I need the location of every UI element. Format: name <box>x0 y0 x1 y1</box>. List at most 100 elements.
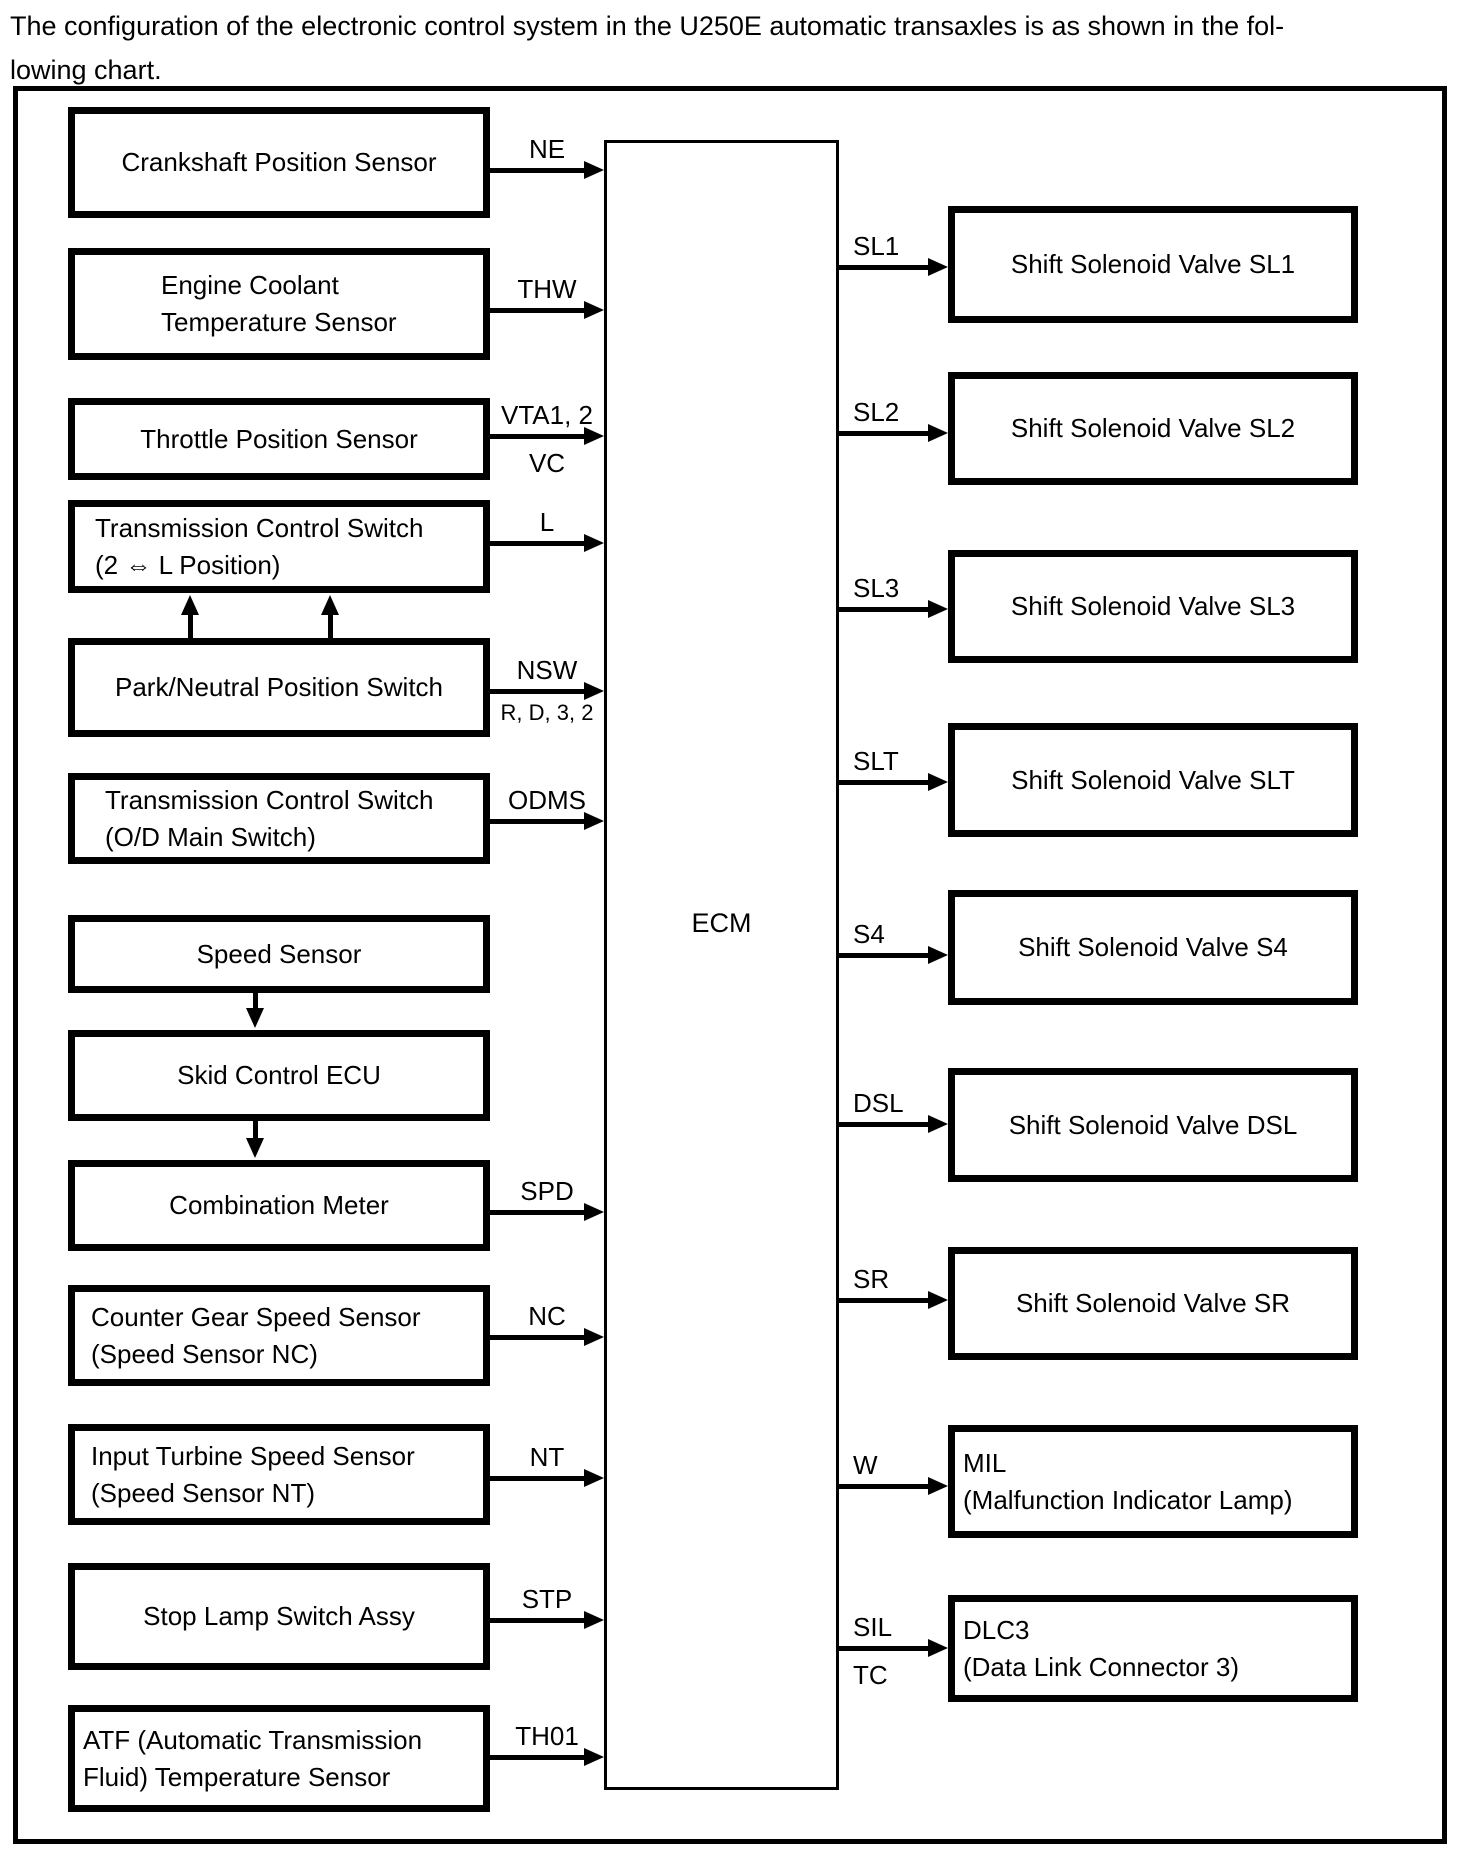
arrow-line <box>488 1755 588 1760</box>
signal-label: TC <box>853 1660 888 1690</box>
component-label: Engine Coolant <box>161 270 339 300</box>
arrow-line <box>839 1298 931 1303</box>
arrow-right-icon <box>584 301 604 319</box>
arrow-line <box>839 1484 931 1489</box>
component-box: Shift Solenoid Valve SL2 <box>948 372 1358 485</box>
component-label: Combination Meter <box>169 1190 389 1220</box>
ecm-box <box>604 140 839 1790</box>
component-label: Throttle Position Sensor <box>140 423 418 454</box>
arrow-line <box>488 1476 588 1481</box>
component-box: Shift Solenoid Valve DSL <box>948 1068 1358 1182</box>
arrow-line <box>488 308 588 313</box>
signal-label: R, D, 3, 2 <box>500 700 594 725</box>
arrow-right-icon <box>584 1328 604 1346</box>
signal-label: SIL <box>853 1612 893 1642</box>
component-label: Counter Gear Speed Sensor <box>91 1301 421 1332</box>
arrow-line <box>488 689 588 694</box>
component-label: (2 ⇔ L Position) <box>95 549 281 580</box>
component-box: Stop Lamp Switch Assy <box>68 1563 490 1670</box>
component-label: Speed Sensor <box>196 938 362 969</box>
signal-label: ODMS <box>508 785 586 815</box>
page-title: The configuration of the electronic cont… <box>10 4 1466 92</box>
arrow-right-icon <box>928 424 948 442</box>
component-label: Shift Solenoid Valve DSL <box>1008 1109 1298 1140</box>
arrow-line <box>488 541 588 546</box>
signal-label: VTA1, 2 <box>500 400 593 430</box>
component-label: (Speed Sensor NC) <box>91 1338 318 1369</box>
arrow-down-icon <box>246 1138 264 1158</box>
arrow-right-icon <box>584 161 604 179</box>
component-label: (O/D Main Switch) <box>105 821 316 852</box>
arrow-right-icon <box>584 812 604 830</box>
arrow-right-icon <box>584 534 604 552</box>
component-label: Fluid) Temperature Sensor <box>83 1761 391 1792</box>
signal-label: L <box>539 507 555 537</box>
signal-label: VC <box>528 448 566 478</box>
component-label: (Data Link Connector 3) <box>963 1651 1240 1682</box>
arrow-line <box>839 265 931 270</box>
component-label: ATF (Automatic Transmission <box>83 1724 423 1755</box>
arrow-right-icon <box>584 682 604 700</box>
component-label: Skid Control ECU <box>177 1060 381 1090</box>
page-title-line1: The configuration of the electronic cont… <box>10 11 1285 41</box>
arrow-line <box>188 613 193 638</box>
signal-label: NSW <box>516 655 578 685</box>
arrow-line <box>839 1122 931 1127</box>
component-box: Shift Solenoid Valve SL3 <box>948 550 1358 663</box>
arrow-right-icon <box>584 1748 604 1766</box>
arrow-right-icon <box>584 1203 604 1221</box>
component-label: Temperature Sensor <box>161 307 397 337</box>
arrow-right-icon <box>928 600 948 618</box>
component-label: Shift Solenoid Valve SL3 <box>1010 591 1296 621</box>
component-label: Shift Solenoid Valve SR <box>1015 1288 1291 1318</box>
arrow-line <box>488 168 588 173</box>
component-label: (Malfunction Indicator Lamp) <box>963 1484 1293 1515</box>
component-box: MIL(Malfunction Indicator Lamp) <box>948 1425 1358 1538</box>
arrow-line <box>839 780 931 785</box>
arrow-line <box>839 431 931 436</box>
signal-label: THW <box>517 274 577 304</box>
component-label: Park/Neutral Position Switch <box>114 672 444 702</box>
signal-label: SR <box>853 1264 890 1294</box>
arrow-right-icon <box>584 1611 604 1629</box>
component-box: DLC3(Data Link Connector 3) <box>948 1595 1358 1702</box>
component-label: (Speed Sensor NT) <box>91 1477 315 1508</box>
signal-label: S4 <box>853 919 885 949</box>
signal-label: NE <box>528 134 566 164</box>
component-box: Shift Solenoid Valve S4 <box>948 890 1358 1005</box>
component-box: Shift Solenoid Valve SL1 <box>948 206 1358 323</box>
component-box: Transmission Control Switch (2 ⇔ L Positi… <box>68 500 490 593</box>
arrow-line <box>328 613 333 638</box>
signal-label: SL2 <box>853 397 900 427</box>
arrow-right-icon <box>928 1291 948 1309</box>
arrow-line <box>839 953 931 958</box>
signal-label: TH01 <box>515 1721 579 1751</box>
component-label: Input Turbine Speed Sensor <box>91 1440 415 1471</box>
arrow-up-icon <box>321 595 339 615</box>
component-box: Counter Gear Speed Sensor (Speed Sensor N… <box>68 1285 490 1386</box>
signal-label: SL1 <box>853 231 900 261</box>
component-label: Shift Solenoid Valve S4 <box>1018 932 1288 962</box>
arrow-up-icon <box>181 595 199 615</box>
arrow-line <box>839 1646 931 1651</box>
component-box: Combination Meter <box>68 1160 490 1251</box>
ecm-label: ECM <box>691 908 752 938</box>
signal-label: SLT <box>853 746 899 776</box>
arrow-down-icon <box>246 1008 264 1028</box>
arrow-line <box>488 819 588 824</box>
arrow-line <box>253 991 258 1010</box>
signal-label: NC <box>528 1301 566 1331</box>
component-label: Transmission Control Switch <box>105 784 434 815</box>
component-box: Skid Control ECU <box>68 1030 490 1121</box>
arrow-right-icon <box>584 427 604 445</box>
component-label: Shift Solenoid Valve SL2 <box>1010 413 1296 443</box>
component-box: Crankshaft Position Sensor <box>68 107 490 218</box>
signal-label: STP <box>521 1584 573 1614</box>
component-label: Transmission Control Switch <box>95 512 424 543</box>
component-box: Shift Solenoid Valve SLT <box>948 723 1358 837</box>
signal-label: DSL <box>853 1088 904 1118</box>
arrow-right-icon <box>928 258 948 276</box>
